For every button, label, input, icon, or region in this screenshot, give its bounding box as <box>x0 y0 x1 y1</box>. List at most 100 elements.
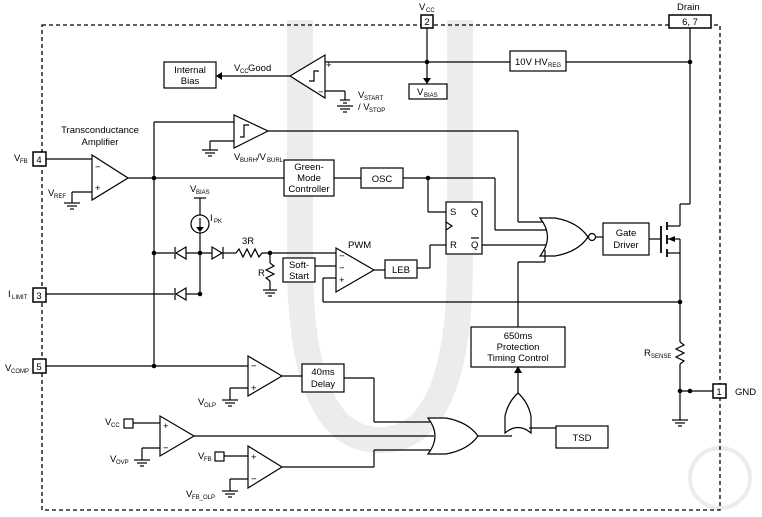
svg-text:Internal: Internal <box>174 65 206 76</box>
protection-timing-block: 650ms Protection Timing Control <box>470 250 566 368</box>
pin-drain: 6, 7 Drain <box>668 2 712 29</box>
svg-text:SENSE: SENSE <box>651 354 671 360</box>
hv-regulator: 10V HV REG <box>509 50 567 72</box>
svg-text:OVP: OVP <box>116 460 129 466</box>
watermark <box>287 20 752 510</box>
svg-text:V: V <box>110 454 117 465</box>
svg-text:Q: Q <box>471 207 478 218</box>
svg-text:+: + <box>326 60 332 71</box>
ground-rail <box>672 388 713 427</box>
svg-text:+: + <box>95 183 101 194</box>
svg-text:Driver: Driver <box>613 240 638 251</box>
pin-drain-number: 6, 7 <box>682 17 698 28</box>
pin-fb: 4 V FB <box>14 151 47 167</box>
resistor-r: R <box>258 253 277 297</box>
svg-text:−: − <box>95 162 101 173</box>
pin-vcomp: 5 V COMP <box>5 358 47 375</box>
svg-text:−: − <box>163 443 169 454</box>
svg-text:R: R <box>644 348 651 359</box>
svg-text:3R: 3R <box>242 236 254 247</box>
svg-text:−: − <box>318 87 324 98</box>
vcc-good-signal: V CC Good <box>216 63 290 80</box>
svg-text:V: V <box>198 397 205 408</box>
svg-text:V: V <box>186 489 193 500</box>
svg-text:BIAS: BIAS <box>196 190 210 196</box>
pin-vcc: 2 V CC <box>419 2 435 29</box>
svg-text:Mode: Mode <box>297 173 321 184</box>
svg-text:COMP: COMP <box>11 369 29 375</box>
svg-text:Q: Q <box>471 240 478 251</box>
svg-text:CC: CC <box>426 8 435 14</box>
svg-text:40ms: 40ms <box>311 367 334 378</box>
rsense-resistor: R SENSE <box>644 341 686 391</box>
svg-text:−: − <box>251 361 257 372</box>
osc-output <box>403 175 548 231</box>
diode-row <box>154 245 236 261</box>
svg-text:−: − <box>339 263 345 274</box>
svg-text:V: V <box>48 188 55 199</box>
svg-text:CC: CC <box>240 69 249 75</box>
ilimit-diode <box>46 286 200 302</box>
svg-text:LIMIT: LIMIT <box>12 295 28 301</box>
svg-text:BIAS: BIAS <box>424 93 438 99</box>
final-or-gate <box>504 366 556 435</box>
svg-text:OLP: OLP <box>204 403 216 409</box>
svg-text:FB: FB <box>20 159 28 165</box>
soft-start-block: Soft- Start <box>282 257 336 283</box>
svg-text:REG: REG <box>548 63 561 69</box>
svg-text:I: I <box>8 289 11 300</box>
gate-driver: Gate Driver <box>602 222 661 256</box>
svg-text:V: V <box>419 2 426 13</box>
ovp-comparator: V CC + − V OVP <box>105 414 434 467</box>
svg-text:STOP: STOP <box>369 108 385 114</box>
svg-text:PWM: PWM <box>348 240 371 251</box>
svg-text:REF: REF <box>54 194 66 200</box>
svg-text:5: 5 <box>36 362 41 373</box>
leb-block: LEB <box>384 244 446 279</box>
svg-text:Good: Good <box>248 63 271 74</box>
comp-node <box>46 122 284 369</box>
svg-text:R: R <box>258 268 265 279</box>
ipk-current-source: V BIAS I PK <box>190 184 222 297</box>
svg-text:4: 4 <box>36 155 41 166</box>
svg-text:TSD: TSD <box>573 433 592 444</box>
nor-gate <box>538 217 603 257</box>
vcc-rail <box>325 28 691 84</box>
svg-text:3: 3 <box>36 291 41 302</box>
delay-block: 40ms Delay <box>301 363 430 423</box>
green-mode-controller: Green- Mode Controller <box>283 159 335 197</box>
svg-text:/V: /V <box>257 152 267 163</box>
svg-text:Bias: Bias <box>181 76 200 87</box>
power-mosfet <box>660 59 693 342</box>
svg-text:Soft-: Soft- <box>289 260 309 271</box>
pin-vcc-number: 2 <box>424 17 429 28</box>
svg-text:+: + <box>163 421 169 432</box>
svg-text:V: V <box>234 152 241 163</box>
svg-text:10V HV: 10V HV <box>515 57 548 68</box>
svg-text:Green-: Green- <box>294 162 324 173</box>
svg-text:−: − <box>251 474 257 485</box>
svg-text:V: V <box>234 63 241 74</box>
svg-text:S: S <box>450 207 456 218</box>
current-sense-line <box>322 277 683 305</box>
svg-text:START: START <box>364 96 383 102</box>
pin-gnd: 1 GND <box>712 383 756 399</box>
svg-text:650ms: 650ms <box>504 331 533 342</box>
svg-text:V: V <box>14 153 21 164</box>
olp-comparator: − + V OLP <box>198 354 302 409</box>
oscillator: OSC <box>360 167 404 189</box>
svg-text:V: V <box>5 363 12 374</box>
svg-text:BURL: BURL <box>267 158 284 164</box>
ic-boundary <box>41 24 721 511</box>
svg-text:I: I <box>210 213 213 224</box>
pin-drain-name: Drain <box>677 2 700 13</box>
svg-text:CC: CC <box>111 423 120 429</box>
svg-text:+: + <box>251 383 257 394</box>
sr-latch: S R Q Q <box>445 201 483 255</box>
svg-text:Timing Control: Timing Control <box>487 353 548 364</box>
svg-text:1: 1 <box>716 387 721 398</box>
svg-text:LEB: LEB <box>392 265 410 276</box>
fb-olp-comparator: V FB + − V FB_OLP <box>186 444 430 501</box>
